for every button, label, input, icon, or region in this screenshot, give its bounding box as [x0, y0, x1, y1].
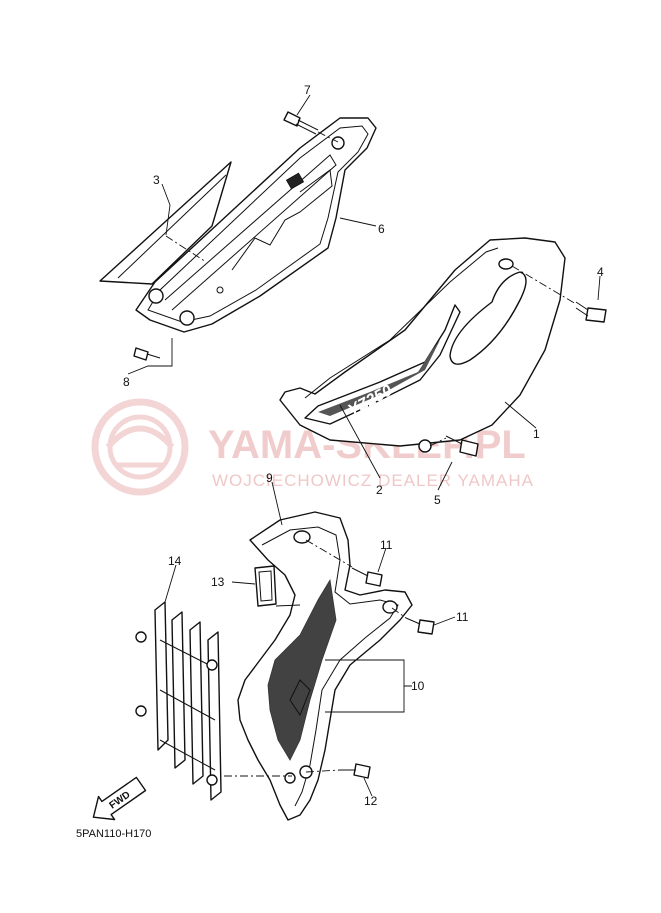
callout-4: 4 — [597, 265, 604, 279]
part-6-side-cover — [135, 117, 377, 333]
watermark-logo-icon — [91, 398, 189, 496]
callout-11-lower: 11 — [456, 610, 469, 624]
bolt-5-icon — [429, 435, 479, 457]
fwd-arrow-icon: FWD — [92, 776, 147, 821]
callout-6: 6 — [378, 222, 385, 236]
callout-8: 8 — [123, 375, 130, 389]
callout-3: 3 — [153, 173, 160, 187]
bolt-11a-icon — [305, 539, 383, 587]
callout-12: 12 — [364, 794, 378, 808]
callout-14: 14 — [168, 554, 182, 568]
callout-2: 2 — [376, 483, 383, 497]
watermark-subtitle: WOJCIECHOWICZ DEALER YAMAHA — [212, 471, 534, 490]
bolt-11b-icon — [391, 607, 435, 635]
callout-9: 9 — [266, 471, 273, 485]
callout-10: 10 — [411, 679, 425, 693]
callout-7: 7 — [304, 83, 311, 97]
part-14-radiator-guard — [135, 601, 222, 801]
bolt-12-icon — [305, 763, 371, 779]
bolt-4-icon — [511, 265, 607, 323]
leader-lines — [127, 94, 601, 797]
bolt-7-icon — [283, 111, 339, 143]
diagram-code: 5PAN110-H170 — [76, 828, 151, 840]
callouts: 7 3 6 4 8 1 2 5 9 11 14 13 11 10 12 — [123, 83, 604, 808]
part-13-pad — [254, 565, 277, 607]
callout-11-upper: 11 — [380, 538, 393, 552]
callout-5: 5 — [434, 493, 441, 507]
callout-1: 1 — [533, 427, 540, 441]
part-9-radiator-shroud — [237, 511, 413, 821]
part-3-decal — [99, 161, 232, 285]
callout-13: 13 — [211, 575, 225, 589]
bolt-8-icon — [133, 347, 161, 361]
